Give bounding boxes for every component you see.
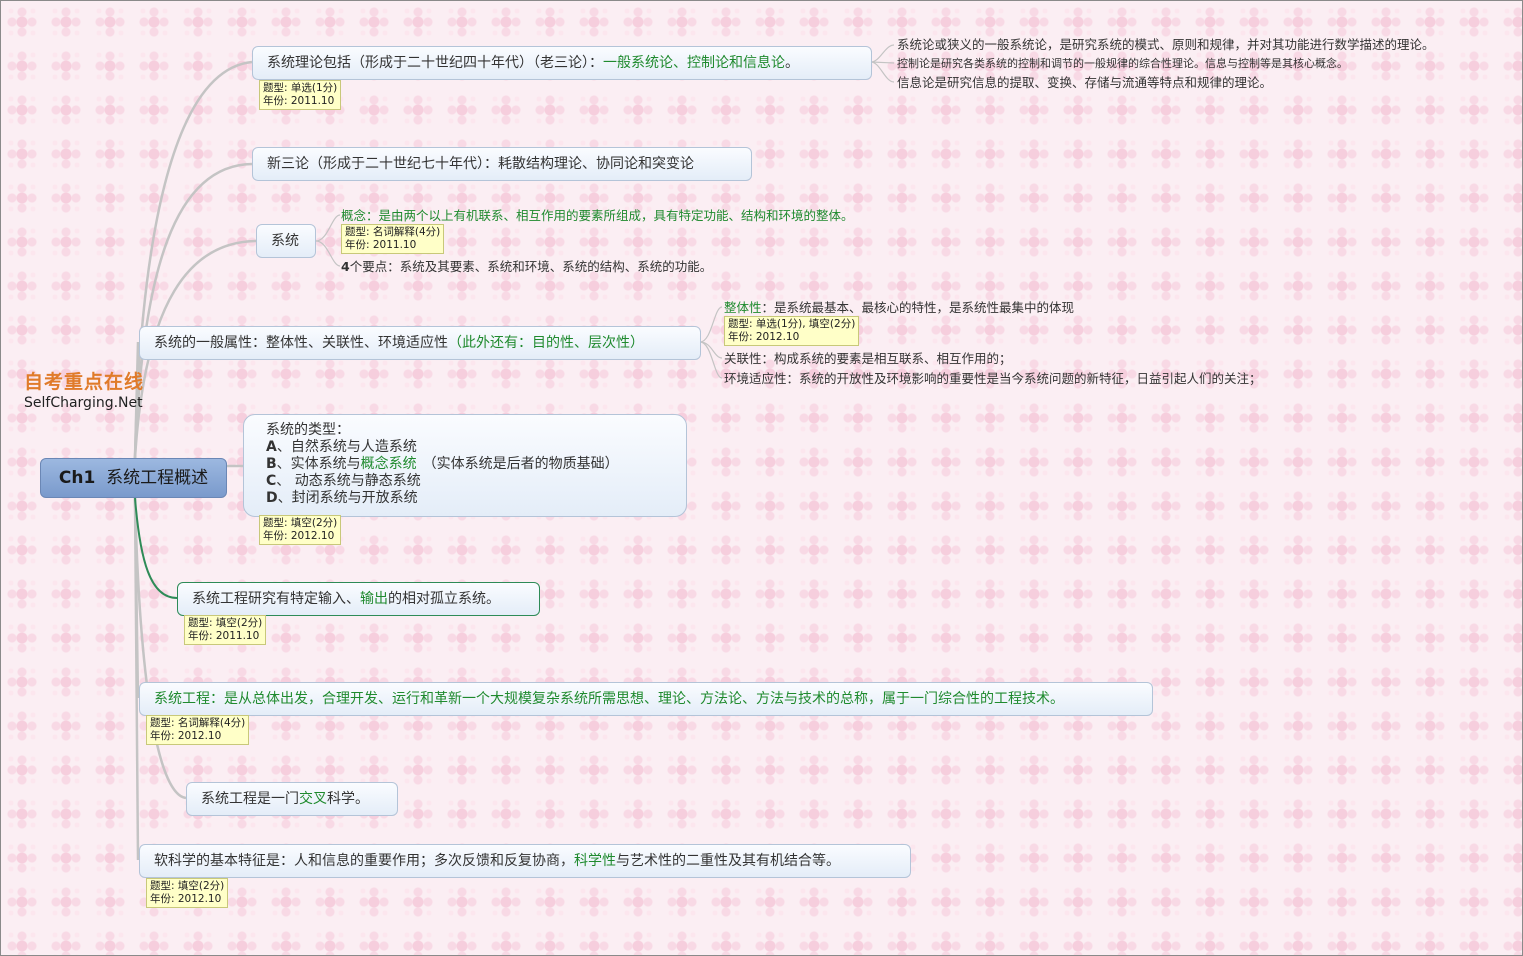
concept-label: 概念： bbox=[341, 208, 379, 223]
subtopic-four-points[interactable]: 4个要点：系统及其要素、系统和环境、系统的结构、系统的功能。 bbox=[341, 259, 712, 275]
note-type: 题型: 名词解释(4分) bbox=[150, 717, 246, 729]
note-type: 题型: 单选(1分) bbox=[263, 82, 338, 94]
topic-soft-science[interactable]: 软科学的基本特征是：人和信息的重要作用；多次反馈和反复协商，科学性与艺术性的二重… bbox=[139, 844, 911, 878]
note-year: 年份: 2011.10 bbox=[188, 630, 260, 642]
wholeness-text: ：是系统最基本、最核心的特性，是系统性最集中的体现 bbox=[761, 300, 1075, 315]
subtopic-general-system[interactable]: 系统论或狭义的一般系统论，是研究系统的模式、原则和规律，并对其功能进行数学描述的… bbox=[897, 37, 1435, 52]
topic-text-end: 与艺术性的二重性及其有机结合等。 bbox=[616, 853, 840, 869]
subtopic-relevance[interactable]: 关联性：构成系统的要素是相互联系、相互作用的； bbox=[724, 351, 1012, 366]
wholeness-label: 整体性 bbox=[724, 300, 762, 315]
topic-isolated-system[interactable]: 系统工程研究有特定输入、输出的相对孤立系统。 bbox=[177, 582, 540, 616]
concept-text: 是由两个以上有机联系、相互作用的要素所组成，具有特定功能、结构和环境的整体。 bbox=[378, 208, 854, 223]
topic-system-types[interactable]: 系统的类型： A、自然系统与人造系统 B、实体系统与概念系统 （实体系统是后者的物… bbox=[243, 414, 687, 517]
topic-system[interactable]: 系统 bbox=[256, 224, 316, 258]
topic-highlight: 科学性 bbox=[574, 853, 616, 869]
topic-new-three-theories[interactable]: 新三论（形成于二十世纪七十年代）：耗散结构理论、协同论和突变论 bbox=[252, 147, 752, 181]
note-year: 年份: 2012.10 bbox=[150, 893, 222, 905]
topic-highlight: 输出 bbox=[360, 591, 388, 607]
topic-systems-engineering-definition[interactable]: 系统工程：是从总体出发，合理开发、运行和革新一个大规模复杂系统所需思想、理论、方… bbox=[139, 682, 1153, 716]
topic-highlight: （此外还有：目的性、层次性） bbox=[448, 335, 644, 351]
note-isolated-system: 题型: 填空(2分) 年份: 2011.10 bbox=[184, 615, 267, 645]
points-text: 个要点：系统及其要素、系统和环境、系统的结构、系统的功能。 bbox=[349, 259, 713, 274]
type-text: 、自然系统与人造系统 bbox=[276, 439, 417, 455]
site-logo: 自考重点在线 SelfCharging.Net bbox=[14, 370, 164, 422]
logo-en: SelfCharging.Net bbox=[24, 395, 143, 411]
type-item-c: C、 动态系统与静态系统 bbox=[266, 473, 664, 490]
type-letter: A bbox=[266, 439, 277, 455]
note-year: 年份: 2012.10 bbox=[263, 530, 335, 542]
note-year: 年份: 2011.10 bbox=[345, 239, 417, 251]
logo-cn: 自考重点在线 bbox=[24, 371, 145, 393]
note-year: 年份: 2011.10 bbox=[263, 95, 335, 107]
topic-text: 新三论（形成于二十世纪七十年代）：耗散结构理论、协同论和突变论 bbox=[267, 156, 694, 172]
topic-text-end: 科学。 bbox=[327, 791, 369, 807]
topic-highlight: 系统工程：是从总体出发，合理开发、运行和革新一个大规模复杂系统所需思想、理论、方… bbox=[154, 691, 1064, 707]
note-systems-engineering: 题型: 名词解释(4分) 年份: 2012.10 bbox=[146, 715, 250, 745]
note-type: 题型: 单选(1分), 填空(2分) bbox=[728, 318, 856, 330]
type-item-b: B、实体系统与概念系统 （实体系统是后者的物质基础） bbox=[266, 456, 664, 473]
root-title: 系统工程概述 bbox=[106, 468, 209, 488]
note-type: 题型: 填空(2分) bbox=[188, 617, 263, 629]
type-item-a: A、自然系统与人造系统 bbox=[266, 439, 664, 456]
note-wholeness: 题型: 单选(1分), 填空(2分) 年份: 2012.10 bbox=[724, 316, 860, 346]
type-text: 、 动态系统与静态系统 bbox=[276, 473, 421, 489]
topic-general-properties[interactable]: 系统的一般属性：整体性、关联性、环境适应性（此外还有：目的性、层次性） bbox=[139, 326, 701, 360]
type-letter: B bbox=[266, 456, 277, 472]
note-year: 年份: 2012.10 bbox=[150, 730, 222, 742]
topic-text: 系统 bbox=[271, 233, 299, 249]
subtopic-information-theory[interactable]: 信息论是研究信息的提取、变换、存储与流通等特点和规律的理论。 bbox=[897, 75, 1273, 90]
subtopic-wholeness[interactable]: 整体性：是系统最基本、最核心的特性，是系统性最集中的体现 bbox=[724, 300, 1074, 316]
note-soft-science: 题型: 填空(2分) 年份: 2012.10 bbox=[146, 878, 229, 908]
topic-system-theory[interactable]: 系统理论包括（形成于二十世纪四十年代）（老三论）：一般系统论、控制论和信息论。 bbox=[252, 46, 872, 80]
subtopic-concept[interactable]: 概念：是由两个以上有机联系、相互作用的要素所组成，具有特定功能、结构和环境的整体… bbox=[341, 208, 854, 224]
note-type: 题型: 填空(2分) bbox=[263, 517, 338, 529]
topic-highlight: 一般系统论、控制论和信息论 bbox=[603, 55, 785, 71]
type-highlight: 概念系统 bbox=[360, 456, 417, 472]
note-year: 年份: 2012.10 bbox=[728, 331, 800, 343]
type-text: 、实体系统与 bbox=[276, 456, 361, 472]
topic-text: 软科学的基本特征是：人和信息的重要作用；多次反馈和反复协商， bbox=[154, 853, 574, 869]
root-prefix: Ch1 bbox=[58, 468, 96, 488]
type-item-d: D、封闭系统与开放系统 bbox=[266, 490, 664, 507]
type-letter: D bbox=[266, 490, 278, 506]
type-letter: C bbox=[266, 473, 277, 489]
topic-text: 系统工程研究有特定输入、 bbox=[192, 591, 360, 607]
topic-text: 系统理论包括（形成于二十世纪四十年代）（老三论）： bbox=[267, 55, 603, 71]
note-system-concept: 题型: 名词解释(4分) 年份: 2011.10 bbox=[341, 224, 445, 254]
topic-text-end: 的相对孤立系统。 bbox=[388, 591, 500, 607]
note-system-types: 题型: 填空(2分) 年份: 2012.10 bbox=[259, 515, 342, 545]
topic-text: 系统工程是一门 bbox=[201, 791, 299, 807]
root-topic[interactable]: Ch1 系统工程概述 bbox=[40, 458, 227, 498]
topic-text: 系统的一般属性：整体性、关联性、环境适应性 bbox=[154, 335, 448, 351]
note-type: 题型: 名词解释(4分) bbox=[345, 226, 441, 238]
points-number: 4 bbox=[341, 259, 350, 274]
type-note: （实体系统是后者的物质基础） bbox=[422, 456, 619, 472]
subtopic-adaptability[interactable]: 环境适应性：系统的开放性及环境影响的重要性是当今系统问题的新特征，日益引起人们的… bbox=[724, 371, 1262, 386]
topic-cross-discipline[interactable]: 系统工程是一门交叉科学。 bbox=[186, 782, 398, 816]
topic-text-end: 。 bbox=[785, 55, 799, 71]
type-text: 、封闭系统与开放系统 bbox=[277, 490, 418, 506]
types-heading: 系统的类型： bbox=[266, 422, 350, 438]
subtopic-cybernetics[interactable]: 控制论是研究各类系统的控制和调节的一般规律的综合性理论。信息与控制等是其核心概念… bbox=[897, 57, 1348, 70]
note-type: 题型: 填空(2分) bbox=[150, 880, 225, 892]
topic-highlight: 交叉 bbox=[299, 791, 327, 807]
note-system-theory: 题型: 单选(1分) 年份: 2011.10 bbox=[259, 80, 342, 110]
